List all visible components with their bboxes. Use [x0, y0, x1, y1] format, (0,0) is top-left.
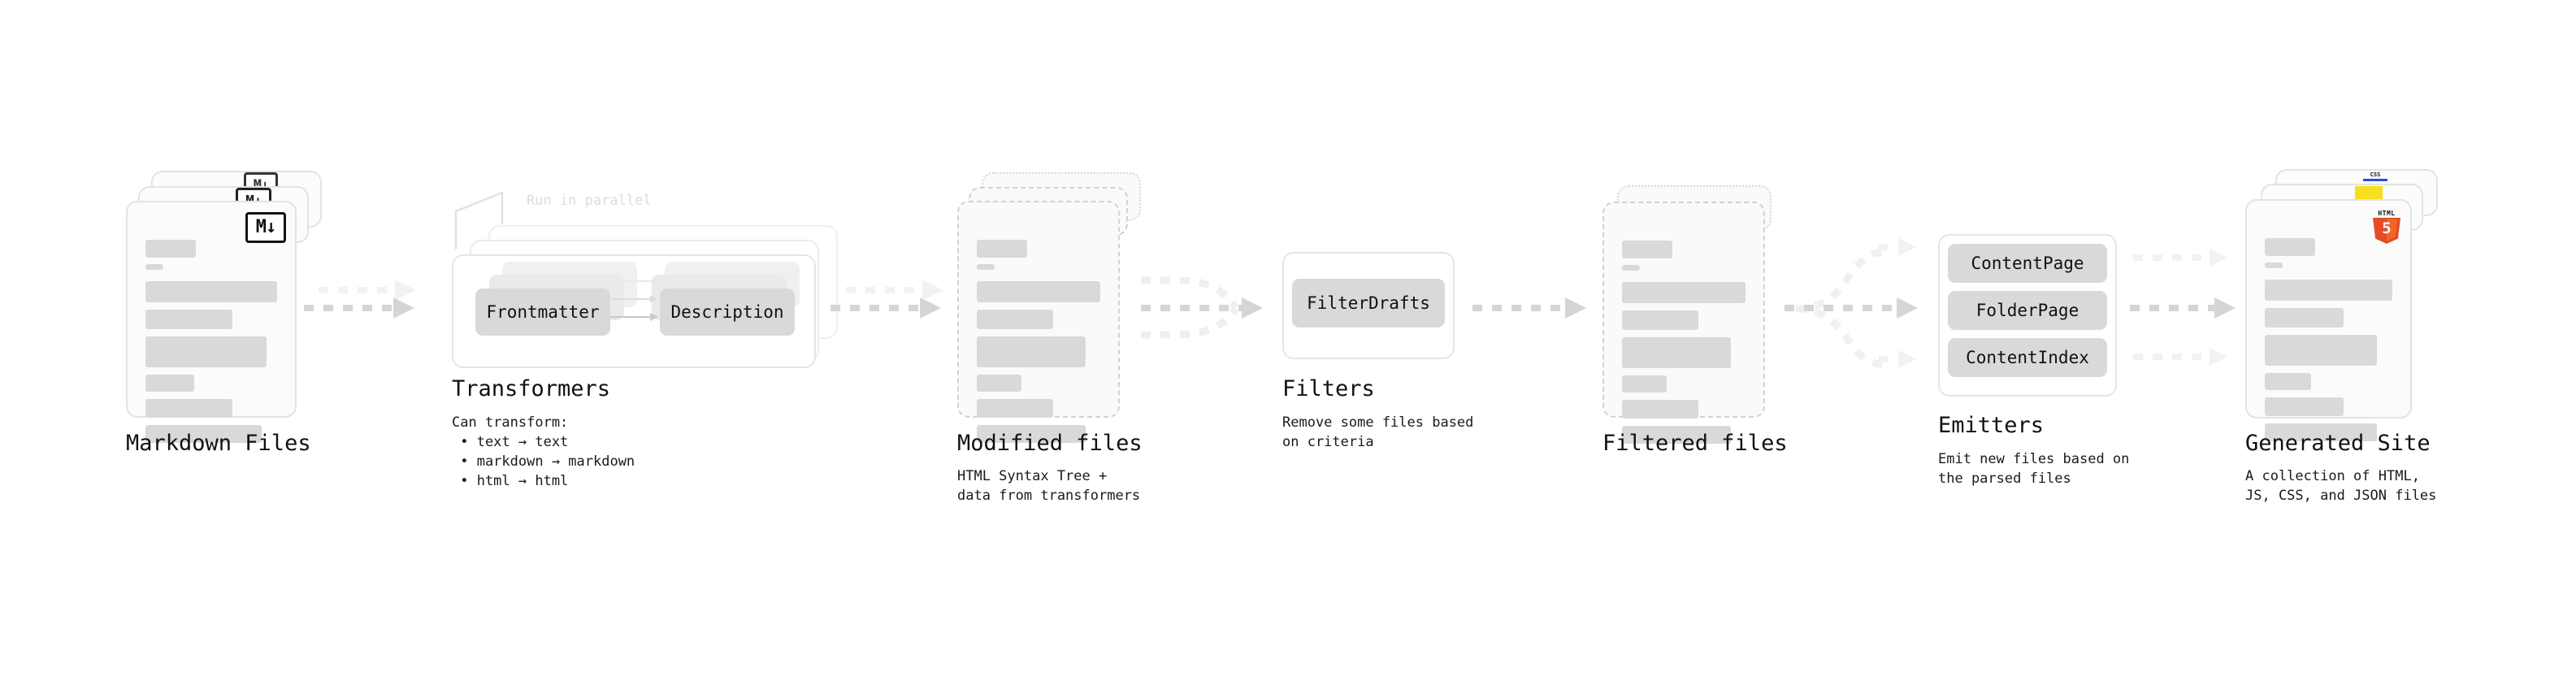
transformer-pill-frontmatter-label: Frontmatter [486, 302, 600, 322]
emitter-pill-contentpage[interactable]: ContentPage [1948, 244, 2107, 283]
arrow-ghost-upper [846, 280, 943, 301]
arrow-primary [830, 297, 941, 319]
emitter-pill-folderpage-label: FolderPage [1975, 301, 2079, 320]
arrow-primary [1785, 297, 1918, 319]
emitters-subtitle: Emit new files based on the parsed files [1938, 451, 2130, 487]
site-card-front: HTML 5 [2245, 199, 2412, 441]
arrow-branch-down [1879, 350, 1919, 368]
arrow-emit-folderpage [2130, 297, 2236, 319]
css-badge-bar [2363, 179, 2387, 181]
arrow-primary [1141, 297, 1263, 319]
modified-files-title: Modified files [957, 431, 1143, 456]
html5-shield-inner [2387, 219, 2397, 241]
transformers-subtitle: Can transform: • text → text • markdown … [452, 414, 635, 489]
site-skeleton-bars [2265, 238, 2392, 449]
filter-pill-filterdrafts-label: FilterDrafts [1307, 293, 1430, 313]
emitter-pill-contentindex-label: ContentIndex [1966, 348, 2089, 367]
filter-pill-filterdrafts[interactable]: FilterDrafts [1292, 279, 1445, 327]
generated-site-title: Generated Site [2245, 431, 2431, 456]
modified-files-subtitle: HTML Syntax Tree + data from transformer… [957, 468, 1141, 504]
transformers-title: Transformers [452, 376, 611, 401]
emitters-title: Emitters [1938, 413, 2045, 438]
emitter-pill-contentindex[interactable]: ContentIndex [1948, 338, 2107, 377]
arrow-primary [1472, 297, 1586, 319]
markdown-skeleton-bars [145, 240, 277, 450]
arrow-branch-up [1879, 238, 1919, 256]
css-badge-label: CSS [2370, 171, 2381, 178]
filtered-card-front [1602, 202, 1765, 444]
html5-badge: HTML 5 [2373, 210, 2400, 244]
filters-subtitle: Remove some files based on criteria [1282, 414, 1474, 450]
transformer-link-arrow-2 [611, 295, 658, 303]
js-badge [2355, 186, 2383, 202]
modified-card-front [957, 201, 1120, 443]
emitter-pill-folderpage[interactable]: FolderPage [1948, 291, 2107, 330]
html5-badge-label: HTML [2378, 210, 2396, 217]
css-badge: CSS [2363, 171, 2387, 181]
transformer-pill-frontmatter[interactable]: Frontmatter [475, 288, 610, 336]
filtered-files-title: Filtered files [1602, 431, 1788, 456]
emitter-pill-contentpage-label: ContentPage [1971, 254, 2084, 273]
transformer-pill-description-label: Description [670, 302, 784, 322]
arrow-ghost-upper [319, 280, 416, 301]
arrow-emit-contentpage [2133, 249, 2229, 267]
html5-badge-digit: 5 [2382, 219, 2392, 237]
arrow-primary [304, 297, 414, 319]
modified-skeleton-bars [977, 240, 1100, 450]
filtered-skeleton-bars [1622, 241, 1746, 451]
run-in-parallel-label: Run in parallel [527, 193, 652, 209]
markdown-badge-front: M↓ [245, 212, 286, 243]
transformer-pill-description[interactable]: Description [660, 288, 795, 336]
arrow-emit-contentindex [2133, 348, 2229, 366]
transformer-link-arrow-1 [608, 313, 658, 321]
generated-site-subtitle: A collection of HTML, JS, CSS, and JSON … [2245, 468, 2437, 504]
filters-title: Filters [1282, 376, 1375, 401]
markdown-files-title: Markdown Files [126, 431, 311, 456]
markdown-card-front: M↓ [126, 201, 297, 443]
transformer-link-arrow-3 [614, 277, 661, 285]
